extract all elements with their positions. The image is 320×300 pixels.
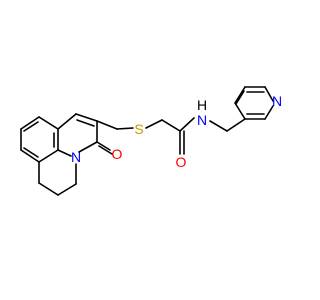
atom-label-ring-n: N (71, 149, 81, 165)
atom-label-amide-h: H (197, 97, 207, 113)
atom-label-lactam-o: O (112, 146, 123, 162)
atom-labels: N N H O S N O (71, 93, 282, 170)
atom-label-pyridine-n: N (272, 93, 282, 109)
atom-label-amide-o: O (176, 154, 187, 170)
bond-lines (20, 86, 274, 196)
atom-label-thioether-s: S (134, 121, 143, 137)
molecule-structure: N N H O S N O (20, 86, 282, 196)
atom-label-amide-n: N (197, 112, 207, 128)
